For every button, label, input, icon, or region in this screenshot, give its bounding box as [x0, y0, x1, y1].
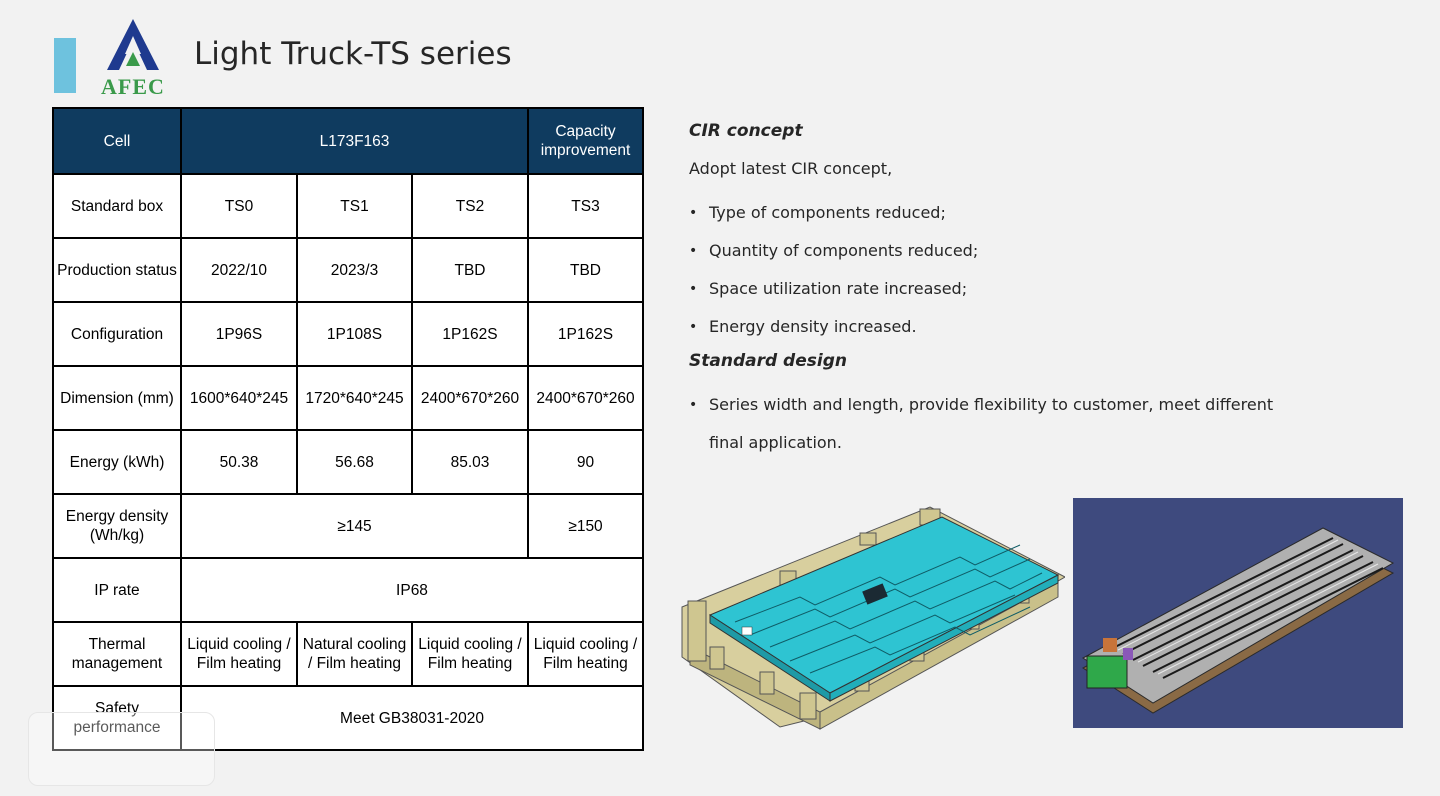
- row-label: Configuration: [52, 301, 182, 367]
- bullet-icon: •: [689, 243, 698, 259]
- row-label: Energy (kWh): [52, 429, 182, 495]
- table-row: Dimension (mm) 1600*640*245 1720*640*245…: [52, 365, 644, 431]
- title-accent-bar: [54, 38, 76, 93]
- battery-modules-render: [1073, 498, 1403, 728]
- table-row: Thermal management Liquid cooling / Film…: [52, 621, 644, 687]
- list-item: •Quantity of components reduced;: [689, 232, 1329, 270]
- table-cell: 1P162S: [411, 301, 529, 367]
- table-row: Standard box TS0 TS1 TS2 TS3: [52, 173, 644, 239]
- table-cell: 85.03: [411, 429, 529, 495]
- list-item: •Series width and length, provide flexib…: [689, 386, 1289, 462]
- header-cell-improvement: Capacity improvement: [527, 107, 644, 175]
- table-cell: 2023/3: [296, 237, 413, 303]
- table-cell: TS2: [411, 173, 529, 239]
- table-cell: 50.38: [180, 429, 298, 495]
- table-cell: TS1: [296, 173, 413, 239]
- table-cell: 90: [527, 429, 644, 495]
- table-cell: Meet GB38031-2020: [180, 685, 644, 751]
- spec-table: Cell L173F163 Capacity improvement Stand…: [52, 107, 644, 751]
- row-label: IP rate: [52, 557, 182, 623]
- table-cell: 56.68: [296, 429, 413, 495]
- list-item: •Space utilization rate increased;: [689, 270, 1329, 308]
- logo-text: AFEC: [101, 74, 165, 99]
- table-cell: Liquid cooling / Film heating: [527, 621, 644, 687]
- afec-triangle-icon: [107, 19, 159, 70]
- table-cell: TS3: [527, 173, 644, 239]
- table-cell: 1P162S: [527, 301, 644, 367]
- bullet-icon: •: [689, 205, 698, 221]
- table-cell: ≥145: [180, 493, 529, 559]
- table-cell: Liquid cooling / Film heating: [180, 621, 298, 687]
- row-label: Dimension (mm): [52, 365, 182, 431]
- table-cell: IP68: [180, 557, 644, 623]
- table-cell: 1600*640*245: [180, 365, 298, 431]
- table-header-row: Cell L173F163 Capacity improvement: [52, 107, 644, 175]
- table-row: Energy (kWh) 50.38 56.68 85.03 90: [52, 429, 644, 495]
- row-label: Standard box: [52, 173, 182, 239]
- header-cell-model: L173F163: [180, 107, 529, 175]
- description-panel: CIR concept Adopt latest CIR concept, •T…: [689, 118, 1329, 462]
- table-cell: ≥150: [527, 493, 644, 559]
- table-cell: TBD: [527, 237, 644, 303]
- table-row: Energy density (Wh/kg) ≥145 ≥150: [52, 493, 644, 559]
- table-row: IP rate IP68: [52, 557, 644, 623]
- table-row: Configuration 1P96S 1P108S 1P162S 1P162S: [52, 301, 644, 367]
- page-title: Light Truck-TS series: [194, 36, 512, 72]
- list-item: •Type of components reduced;: [689, 194, 1329, 232]
- company-logo: AFEC: [94, 14, 172, 99]
- table-cell: 2400*670*260: [411, 365, 529, 431]
- bullet-icon: •: [689, 281, 698, 297]
- table-cell: 1P108S: [296, 301, 413, 367]
- bullet-icon: •: [689, 319, 698, 335]
- table-cell: Natural cooling / Film heating: [296, 621, 413, 687]
- header-cell-label: Cell: [52, 107, 182, 175]
- list-item: •Energy density increased.: [689, 308, 1329, 346]
- table-cell: TS0: [180, 173, 298, 239]
- overlay-placeholder: [28, 712, 215, 786]
- table-cell: TBD: [411, 237, 529, 303]
- cir-intro: Adopt latest CIR concept,: [689, 159, 893, 178]
- table-row: Safety performance Meet GB38031-2020: [52, 685, 644, 751]
- table-cell: 2400*670*260: [527, 365, 644, 431]
- table-row: Production status 2022/10 2023/3 TBD TBD: [52, 237, 644, 303]
- battery-pack-render: [681, 506, 1065, 730]
- cir-heading: CIR concept: [689, 121, 803, 141]
- standard-design-heading: Standard design: [689, 351, 847, 371]
- row-label: Production status: [52, 237, 182, 303]
- row-label: Thermal management: [52, 621, 182, 687]
- table-cell: Liquid cooling / Film heating: [411, 621, 529, 687]
- table-cell: 1720*640*245: [296, 365, 413, 431]
- table-cell: 2022/10: [180, 237, 298, 303]
- bullet-icon: •: [689, 397, 698, 413]
- row-label: Energy density (Wh/kg): [52, 493, 182, 559]
- row-label: Safety performance: [52, 685, 182, 751]
- table-cell: 1P96S: [180, 301, 298, 367]
